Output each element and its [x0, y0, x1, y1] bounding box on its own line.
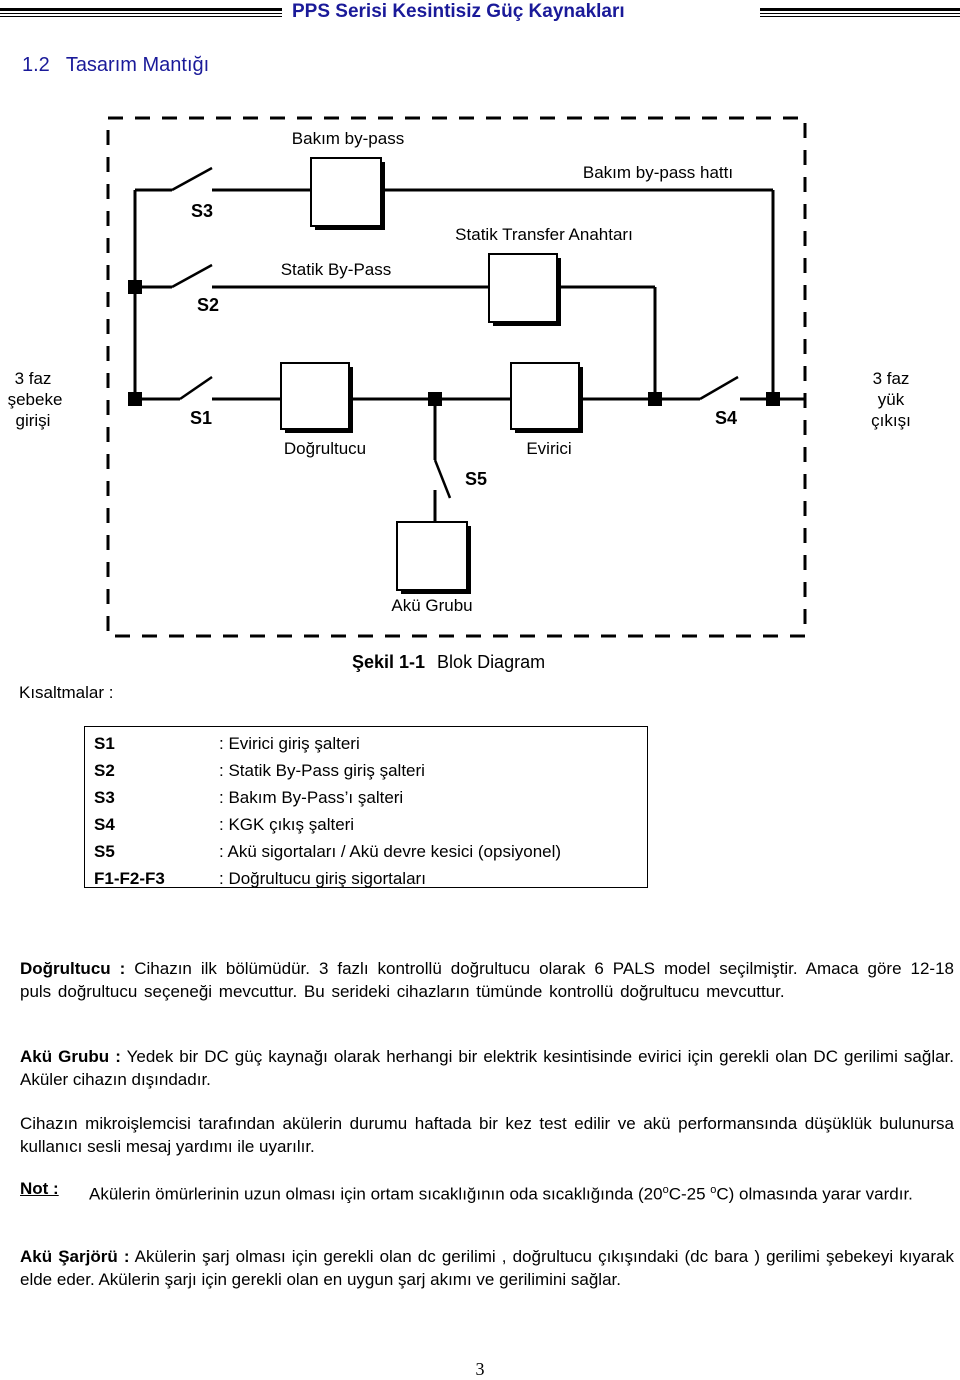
label-output-line2: yük	[878, 390, 905, 409]
switch-s4	[699, 375, 739, 401]
abbr-code: S3	[94, 787, 115, 807]
paragraph-dogrultucu: Doğrultucu : Cihazın ilk bölümüdür. 3 fa…	[20, 957, 954, 1003]
abbr-code: S5	[94, 841, 115, 861]
abbr-desc: : Evirici giriş şalteri	[219, 733, 360, 753]
abbr-desc: : Statik By-Pass giriş şalteri	[219, 760, 425, 780]
switch-s3	[171, 166, 213, 192]
note-text-part: C) olmasında yarar vardır.	[716, 1184, 913, 1204]
abbr-code: F1-F2-F3	[94, 868, 165, 888]
label-s3: S3	[191, 201, 213, 221]
label-bakim-bypass: Bakım by-pass	[292, 129, 404, 148]
label-output-line3: çıkışı	[871, 411, 911, 430]
figure-caption: Şekil 1-1 Blok Diagram	[352, 652, 545, 673]
label-s1: S1	[190, 408, 212, 428]
text-aku-grubu: Yedek bir DC güç kaynağı olarak herhangi…	[20, 1047, 954, 1089]
table-row: S1 : Evirici giriş şalteri	[85, 730, 647, 757]
table-row: S2 : Statik By-Pass giriş şalteri	[85, 757, 647, 784]
table-row: S5 : Akü sigortaları / Akü devre kesici …	[85, 838, 647, 865]
label-aku-grubu: Akü Grubu	[391, 596, 472, 615]
paragraph-aku-grubu: Akü Grubu : Yedek bir DC güç kaynağı ola…	[20, 1045, 954, 1091]
abbr-desc: : Doğrultucu giriş sigortaları	[219, 868, 426, 888]
note-text: Akülerin ömürlerinin uzun olması için or…	[89, 1179, 954, 1206]
section-heading: 1.2 Tasarım Mantığı	[22, 54, 209, 77]
abbreviations-label: Kısaltmalar :	[19, 683, 114, 702]
note-text-part: Akülerin ömürlerinin uzun olması için or…	[89, 1184, 663, 1204]
label-statik-transfer: Statik Transfer Anahtarı	[455, 225, 633, 244]
block-statik-transfer	[488, 253, 561, 326]
paragraph-aku-sarjoru: Akü Şarjörü : Akülerin şarj olması için …	[20, 1245, 954, 1291]
switch-s1	[179, 375, 213, 401]
label-statik-bypass: Statik By-Pass	[281, 260, 392, 279]
switch-s5	[433, 459, 452, 499]
abbreviations-table: S1 : Evirici giriş şalteri S2 : Statik B…	[84, 726, 648, 888]
header-rule-left	[0, 8, 282, 17]
label-input-line1: 3 faz	[15, 369, 52, 388]
term-dogrultucu: Doğrultucu :	[20, 959, 126, 978]
text-aku-sarjoru: Akülerin şarj olması için gerekli olan d…	[20, 1247, 954, 1289]
figure-title: Blok Diagram	[437, 652, 546, 672]
block-evirici	[510, 362, 583, 433]
junction-nodes	[128, 280, 780, 406]
label-bakim-bypass-hatti: Bakım by-pass hattı	[583, 163, 733, 182]
abbr-desc: : Akü sigortaları / Akü devre kesici (op…	[219, 841, 562, 861]
label-dogrultucu: Doğrultucu	[284, 439, 366, 458]
block-diagram: Bakım by-pass Bakım by-pass hattı Statik…	[8, 116, 911, 638]
header-rule-right	[760, 8, 960, 17]
term-aku-sarjoru: Akü Şarjörü :	[20, 1247, 130, 1266]
switch-s2	[171, 263, 213, 289]
table-row: F1-F2-F3 : Doğrultucu giriş sigortaları	[85, 865, 647, 892]
label-output-line1: 3 faz	[873, 369, 910, 388]
header-title: PPS Serisi Kesintisiz Güç Kaynakları	[292, 1, 625, 22]
label-s5: S5	[465, 469, 487, 489]
note-label: Not :	[20, 1179, 59, 1198]
label-s4: S4	[715, 408, 737, 428]
abbr-desc: : KGK çıkış şalteri	[219, 814, 355, 834]
block-bakim-bypass	[310, 157, 385, 230]
table-row: S3 : Bakım By-Pass’ı şalteri	[85, 784, 647, 811]
figure-number: Şekil 1-1	[352, 652, 426, 672]
label-input-line2: şebeke	[8, 390, 63, 409]
label-input-line3: girişi	[16, 411, 51, 430]
block-aku-grubu	[396, 521, 471, 594]
abbr-desc: : Bakım By-Pass’ı şalteri	[219, 787, 404, 807]
page-number: 3	[475, 1359, 485, 1379]
section-title: Tasarım Mantığı	[65, 54, 210, 76]
abbr-code: S4	[94, 814, 115, 834]
paragraph-test: Cihazın mikroişlemcisi tarafından aküler…	[20, 1114, 954, 1156]
block-dogrultucu	[280, 362, 353, 433]
degree-mark: o	[710, 1184, 717, 1196]
label-s2: S2	[197, 295, 219, 315]
label-evirici: Evirici	[526, 439, 571, 458]
note-text-part: C-25	[668, 1184, 711, 1204]
section-number: 1.2	[22, 54, 50, 76]
abbr-code: S2	[94, 760, 115, 780]
table-row: S4 : KGK çıkış şalteri	[85, 811, 647, 838]
text-dogrultucu: Cihazın ilk bölümüdür. 3 fazlı kontrollü…	[20, 959, 954, 1001]
degree-mark: o	[662, 1184, 669, 1196]
term-aku-grubu: Akü Grubu :	[20, 1047, 121, 1066]
abbr-code: S1	[94, 733, 115, 753]
enclosure-dashed-border	[106, 116, 807, 638]
